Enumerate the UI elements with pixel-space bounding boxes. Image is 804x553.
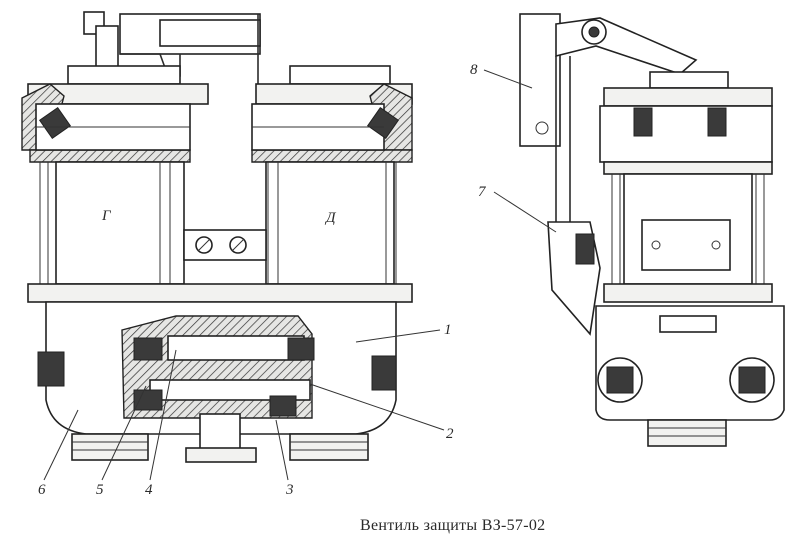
right-cylinder bbox=[265, 161, 395, 285]
left-cylinder bbox=[55, 161, 185, 285]
bracket-7-bolt bbox=[575, 233, 595, 265]
upper-left-seal bbox=[133, 337, 163, 361]
upper-piston-rod bbox=[167, 335, 305, 361]
callout-7: 7 bbox=[478, 184, 487, 200]
zone-label-d: Д bbox=[324, 210, 337, 226]
left-head-gasket bbox=[29, 149, 191, 163]
callout-1: 1 bbox=[444, 322, 452, 338]
side-top-fitting bbox=[659, 315, 717, 333]
side-valve-cap bbox=[599, 105, 773, 163]
right-head-gasket bbox=[251, 149, 413, 163]
bracket-8 bbox=[519, 13, 561, 147]
lower-left-seal bbox=[133, 389, 163, 411]
right-port-nut bbox=[371, 355, 397, 391]
upper-right-seal bbox=[287, 337, 315, 361]
left-port-nut bbox=[37, 351, 65, 387]
callout-5: 5 bbox=[96, 482, 104, 498]
side-head-plate bbox=[603, 87, 773, 107]
right-screw-head bbox=[366, 106, 400, 140]
lower-flange bbox=[27, 283, 413, 303]
side-screw-right bbox=[707, 107, 727, 137]
side-window bbox=[641, 219, 731, 271]
drain-plug bbox=[199, 413, 241, 453]
side-bottom-nut bbox=[647, 419, 727, 447]
callout-3: 3 bbox=[285, 482, 294, 498]
right-head-top bbox=[289, 65, 391, 85]
lower-right-seal bbox=[269, 395, 297, 417]
right-bottom-nut bbox=[289, 433, 369, 461]
callout-4: 4 bbox=[145, 482, 153, 498]
zone-label-g: Г bbox=[101, 208, 112, 224]
callout-2: 2 bbox=[446, 426, 454, 442]
side-lever bbox=[555, 17, 698, 75]
side-head-top bbox=[649, 71, 729, 89]
drain-fitting bbox=[185, 447, 257, 463]
side-screw-left bbox=[633, 107, 653, 137]
callout-6: 6 bbox=[38, 482, 46, 498]
side-port-left-nut bbox=[606, 366, 634, 394]
side-port-right-nut bbox=[738, 366, 766, 394]
left-screw-head bbox=[38, 106, 72, 140]
side-head-gasket bbox=[603, 161, 773, 175]
lever-handle bbox=[159, 19, 261, 47]
callout-8: 8 bbox=[470, 62, 478, 78]
left-head-top bbox=[67, 65, 181, 85]
front-view: Г Д bbox=[21, 11, 454, 498]
left-bottom-nut bbox=[71, 433, 149, 461]
figure-caption: Вентиль защиты ВЗ-57-02 bbox=[360, 517, 545, 534]
side-view: 8 7 bbox=[470, 13, 785, 447]
side-lower-flange bbox=[603, 283, 773, 303]
